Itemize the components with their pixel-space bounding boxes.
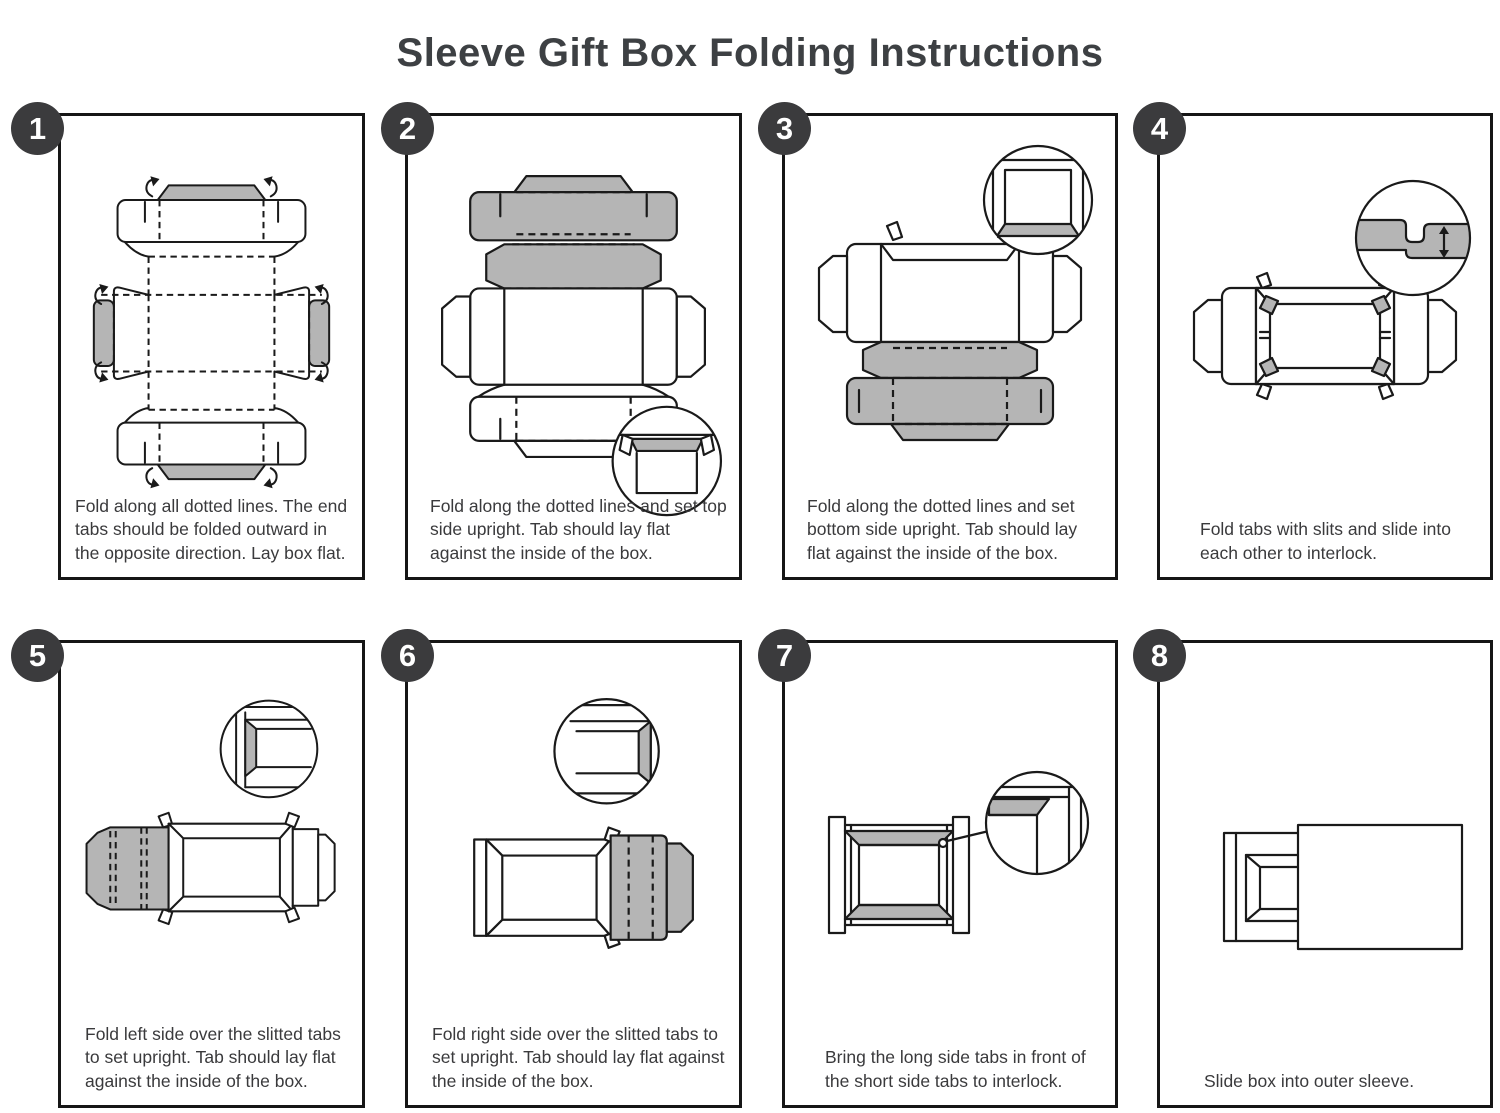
step-3-caption: Fold along the dotted lines and set bott… <box>807 496 1078 563</box>
step-6-panel: 6 Fold right side over t <box>381 629 742 1108</box>
step-7-number: 7 <box>775 637 794 673</box>
step-4-number: 4 <box>1150 110 1169 146</box>
step-7-diagram <box>827 770 1090 935</box>
step-4-caption: Fold tabs with slits and slide into each… <box>1200 519 1451 563</box>
step-4-badge: 4 <box>1133 102 1186 155</box>
step-5-badge: 5 <box>11 629 64 682</box>
step-7-caption: Bring the long side tabs in front of the… <box>825 1047 1086 1091</box>
step-7-badge: 7 <box>758 629 811 682</box>
step-8-number: 8 <box>1150 637 1169 673</box>
step-6-badge: 6 <box>381 629 434 682</box>
step-2-panel: 2 <box>381 102 742 580</box>
step-2-caption: Fold along the dotted lines and set top … <box>430 496 727 563</box>
step-6-number: 6 <box>398 637 417 673</box>
step-6-diagram <box>473 697 694 949</box>
page-title-suffix: Folding Instructions <box>697 30 1104 75</box>
step-2-diagram <box>441 175 723 517</box>
step-1-number: 1 <box>28 110 47 146</box>
step-8-diagram <box>1222 823 1464 951</box>
step-4-diagram <box>1192 179 1472 401</box>
page-title: Sleeve Gift Box Folding Instructions <box>0 31 1500 76</box>
step-5-panel: 5 <box>11 629 365 1108</box>
step-3-number: 3 <box>775 110 794 146</box>
step-8-caption: Slide box into outer sleeve. <box>1204 1070 1415 1091</box>
step-5-caption: Fold left side over the slitted tabs to … <box>85 1024 341 1091</box>
step-1-panel: 1 <box>11 102 365 580</box>
step-1-diagram <box>92 175 331 490</box>
step-3-panel: 3 <box>758 102 1118 580</box>
step-4-panel: 4 <box>1133 102 1493 580</box>
page-title-product: Sleeve Gift Box <box>396 30 698 75</box>
step-7-panel: 7 Bring the long side tabs in f <box>758 629 1118 1108</box>
step-1-caption: Fold along all dotted lines. The end tab… <box>75 496 348 563</box>
step-3-badge: 3 <box>758 102 811 155</box>
step-3-diagram <box>817 144 1094 442</box>
step-2-number: 2 <box>398 110 417 146</box>
step-2-badge: 2 <box>381 102 434 155</box>
step-5-number: 5 <box>28 637 47 673</box>
step-8-badge: 8 <box>1133 629 1186 682</box>
step-8-panel: 8 Slide box into outer sleeve. <box>1133 629 1493 1108</box>
step-5-diagram <box>85 699 336 926</box>
step-6-caption: Fold right side over the slitted tabs to… <box>432 1024 725 1091</box>
step-1-badge: 1 <box>11 102 64 155</box>
